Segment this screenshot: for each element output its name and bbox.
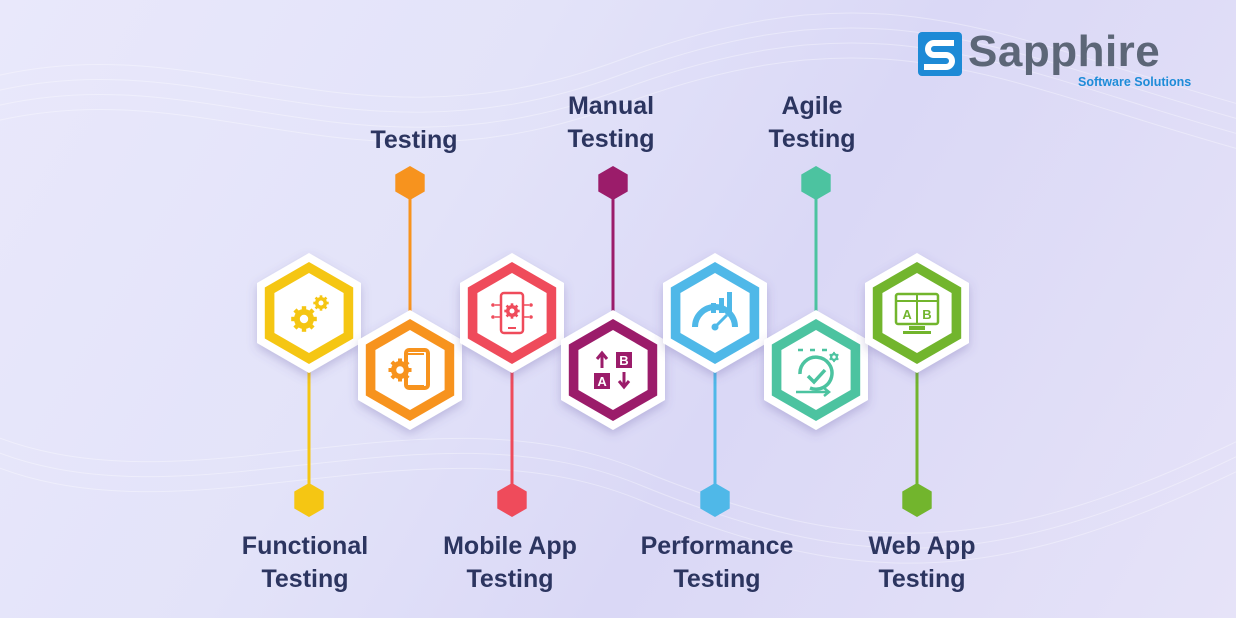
label-manual: Manual Testing	[511, 90, 711, 156]
label-web-app-line1: Web App	[868, 532, 976, 560]
label-testing-line1: Testing	[370, 126, 458, 154]
label-manual-line2: Testing	[567, 125, 655, 153]
label-performance-line1: Performance	[640, 532, 794, 560]
settings-panel-icon	[388, 348, 430, 390]
sapphire-logo[interactable]: Sapphire Software Solutions	[918, 27, 1208, 94]
label-agile: Agile Testing	[712, 90, 912, 156]
speedometer-chart-icon	[692, 292, 738, 331]
hexagon-mobile-app[interactable]	[460, 253, 564, 373]
label-agile-line2: Testing	[768, 125, 856, 153]
smartphone-gear-icon	[491, 291, 533, 335]
label-functional-line2: Testing	[261, 565, 349, 593]
sapphire-s-mark-icon	[918, 32, 962, 76]
label-agile-line1: Agile	[781, 92, 843, 120]
label-mobile-app-line1: Mobile App	[443, 532, 577, 560]
brand-tagline: Software Solutions	[1078, 75, 1192, 89]
connector-node	[902, 483, 932, 517]
connector-node	[801, 166, 831, 200]
brand-name: Sapphire	[968, 27, 1161, 76]
hexagon-manual[interactable]: BA	[561, 310, 665, 430]
gears-icon	[291, 295, 329, 332]
label-mobile-app-line2: Testing	[466, 565, 554, 593]
hexagon-inner	[578, 330, 648, 410]
label-functional: Functional Testing	[205, 530, 405, 596]
hexagon-agile[interactable]	[764, 310, 868, 430]
label-mobile-app: Mobile App Testing	[410, 530, 610, 596]
svg-text:B: B	[922, 307, 931, 322]
svg-text:B: B	[619, 353, 628, 368]
label-performance-line2: Testing	[673, 565, 761, 593]
hexagon-testing[interactable]	[358, 310, 462, 430]
hexagon-performance[interactable]	[663, 253, 767, 373]
label-functional-line1: Functional	[241, 532, 369, 560]
connector-node	[395, 166, 425, 200]
label-manual-line1: Manual	[567, 92, 655, 120]
label-web-app: Web App Testing	[822, 530, 1022, 596]
svg-text:A: A	[902, 307, 912, 322]
connector-node	[294, 483, 324, 517]
connector-node	[497, 483, 527, 517]
label-testing: Testing	[314, 124, 514, 157]
connector-node	[700, 483, 730, 517]
label-performance: Performance Testing	[617, 530, 817, 596]
cycle-check-icon	[796, 348, 839, 397]
hexagon-functional[interactable]	[257, 253, 361, 373]
svg-text:A: A	[597, 374, 607, 389]
label-web-app-line2: Testing	[878, 565, 966, 593]
connector-node	[598, 166, 628, 200]
ab-arrows-icon: BA	[594, 350, 632, 390]
